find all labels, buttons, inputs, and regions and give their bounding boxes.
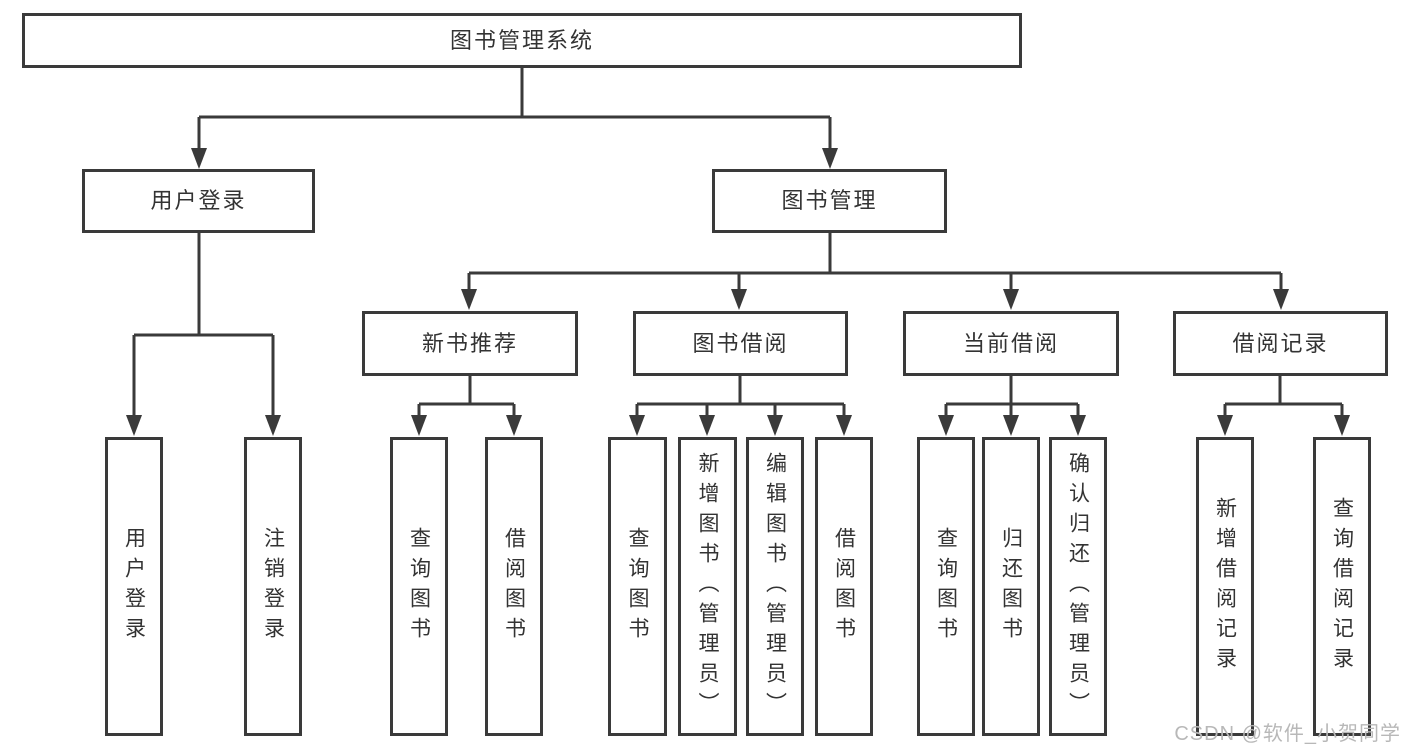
arrow-down-icon — [461, 289, 477, 310]
leaf-records-add-record: 新增借阅记录 — [1196, 437, 1254, 736]
arrow-down-icon — [265, 415, 281, 436]
arrow-down-icon — [411, 415, 427, 436]
node-label: 新书推荐 — [421, 330, 518, 356]
arrow-down-icon — [822, 148, 838, 169]
node-root-system: 图书管理系统 — [22, 13, 1022, 68]
arrow-down-icon — [836, 415, 852, 436]
node-label: 图书借阅 — [692, 330, 789, 356]
leaf-borrow-edit-books-admin: 编辑图书（管理员） — [746, 437, 804, 736]
node-book-management: 图书管理 — [712, 169, 947, 233]
node-label: 图书管理系统 — [449, 27, 594, 53]
node-current-borrowing: 当前借阅 — [903, 311, 1119, 376]
arrow-down-icon — [1070, 415, 1086, 436]
node-label: 查询图书 — [407, 526, 431, 647]
arrow-down-icon — [1273, 289, 1289, 310]
leaf-user-login: 用户登录 — [105, 437, 163, 736]
arrow-down-icon — [1334, 415, 1350, 436]
node-new-book-recommendation: 新书推荐 — [362, 311, 578, 376]
arrow-down-icon — [767, 415, 783, 436]
connector-new-book-split — [417, 376, 516, 417]
node-label: 借阅记录 — [1232, 330, 1329, 356]
arrow-down-icon — [731, 289, 747, 310]
node-label: 编辑图书（管理员） — [763, 451, 787, 722]
arrow-down-icon — [1217, 415, 1233, 436]
leaf-current-query-books: 查询图书 — [917, 437, 975, 736]
node-label: 借阅图书 — [832, 526, 856, 647]
leaf-records-query-record: 查询借阅记录 — [1313, 437, 1371, 736]
connector-borrow-records-split — [1223, 376, 1344, 417]
node-label: 查询图书 — [626, 526, 649, 647]
leaf-current-return-books: 归还图书 — [982, 437, 1040, 736]
node-label: 注销登录 — [261, 526, 285, 647]
node-book-borrowing: 图书借阅 — [633, 311, 848, 376]
node-label: 当前借阅 — [962, 330, 1059, 356]
leaf-recommend-query-books: 查询图书 — [390, 437, 448, 736]
arrow-down-icon — [1003, 415, 1019, 436]
node-label: 查询图书 — [934, 526, 958, 647]
arrow-down-icon — [126, 415, 142, 436]
node-label: 新增图书（管理员） — [696, 451, 719, 722]
leaf-borrow-borrow-books: 借阅图书 — [815, 437, 873, 736]
node-label: 用户登录 — [122, 526, 146, 647]
node-label: 确认归还（管理员） — [1066, 451, 1090, 722]
csdn-watermark: CSDN @软件_小贺同学 — [1174, 723, 1401, 745]
node-borrowing-records: 借阅记录 — [1173, 311, 1388, 376]
connector-user-login-split — [132, 233, 275, 416]
arrow-down-icon — [191, 148, 207, 169]
node-label: 图书管理 — [781, 188, 878, 213]
node-label: 用户登录 — [150, 188, 247, 213]
arrow-down-icon — [699, 415, 715, 436]
leaf-current-confirm-return-admin: 确认归还（管理员） — [1049, 437, 1107, 736]
leaf-borrow-query-books: 查询图书 — [608, 437, 667, 736]
node-label: 归还图书 — [999, 526, 1023, 647]
leaf-logout: 注销登录 — [244, 437, 302, 736]
node-user-login: 用户登录 — [82, 169, 315, 233]
arrow-down-icon — [629, 415, 645, 436]
connector-book-management-split — [467, 233, 1283, 291]
node-label: 新增借阅记录 — [1213, 496, 1237, 677]
connector-current-borrow-split — [944, 376, 1080, 417]
connector-root-split — [197, 67, 832, 150]
arrow-down-icon — [938, 415, 954, 436]
node-label: 借阅图书 — [502, 526, 526, 647]
connector-book-borrow-split — [635, 376, 846, 417]
leaf-borrow-add-books-admin: 新增图书（管理员） — [678, 437, 737, 736]
node-label: 查询借阅记录 — [1330, 496, 1354, 677]
leaf-recommend-borrow-books: 借阅图书 — [485, 437, 543, 736]
arrow-down-icon — [1003, 289, 1019, 310]
arrow-down-icon — [506, 415, 522, 436]
